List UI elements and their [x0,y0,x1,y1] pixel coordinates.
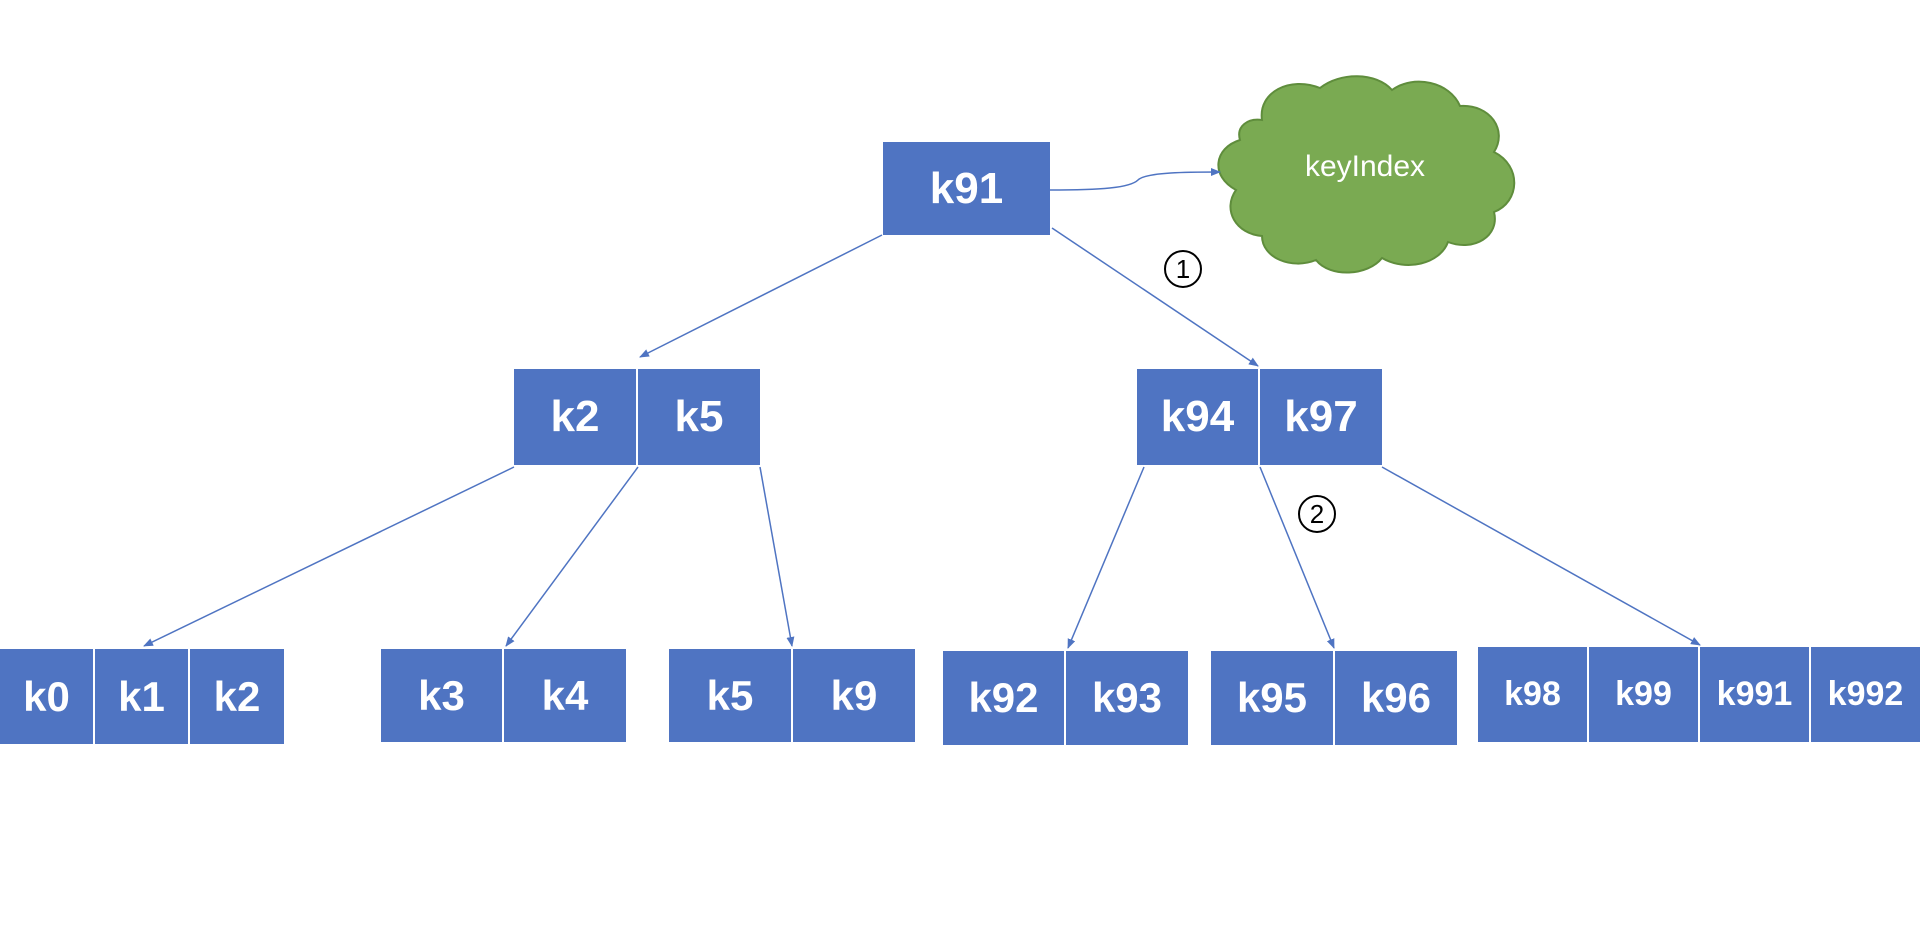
leaf-6-key-3: k991 [1700,647,1811,742]
key-index-label: keyIndex [1304,150,1426,183]
leaf-node-4: k92 k93 [943,651,1188,745]
root-to-keyindex-edge [1049,168,1221,191]
leaf-5-key-2: k96 [1335,651,1457,745]
leaf-2-key-1: k3 [381,649,504,742]
leaf-node-5: k95 k96 [1211,651,1457,745]
internal-node-left: k2 k5 [514,369,760,465]
leaf-node-6: k98 k99 k991 k992 [1478,647,1920,742]
step-marker-1: 1 [1164,250,1202,288]
leaf-1-key-2: k1 [95,649,190,744]
edge-root-to-left [639,234,883,358]
key-index-cloud [1217,75,1516,274]
leaf-4-key-1: k92 [943,651,1066,745]
root-key: k91 [883,142,1050,235]
leaf-node-3: k5 k9 [669,649,915,742]
edge-right-to-leaf-4 [1067,466,1145,649]
step-marker-2: 2 [1298,495,1336,533]
edge-root-to-right [1051,227,1259,367]
internal-node-right: k94 k97 [1137,369,1382,465]
leaf-2-key-2: k4 [504,649,626,742]
edge-left-to-leaf-2 [505,466,639,647]
internal-right-key-1: k94 [1137,369,1260,465]
internal-left-key-2: k5 [638,369,760,465]
leaf-5-key-1: k95 [1211,651,1335,745]
internal-left-key-1: k2 [514,369,638,465]
leaf-3-key-1: k5 [669,649,793,742]
leaf-3-key-2: k9 [793,649,915,742]
internal-right-key-2: k97 [1260,369,1382,465]
edge-left-to-leaf-1 [143,466,515,647]
leaf-1-key-1: k0 [0,649,95,744]
leaf-6-key-2: k99 [1589,647,1700,742]
leaf-node-1: k0 k1 k2 [0,649,284,744]
leaf-1-key-3: k2 [190,649,284,744]
leaf-6-key-4: k992 [1811,647,1920,742]
edge-right-to-leaf-5 [1259,466,1335,649]
edge-left-to-leaf-3 [759,466,795,647]
leaf-node-2: k3 k4 [381,649,626,742]
leaf-4-key-2: k93 [1066,651,1188,745]
root-node: k91 [883,142,1050,235]
leaf-6-key-1: k98 [1478,647,1589,742]
edge-right-to-leaf-6 [1381,466,1701,646]
